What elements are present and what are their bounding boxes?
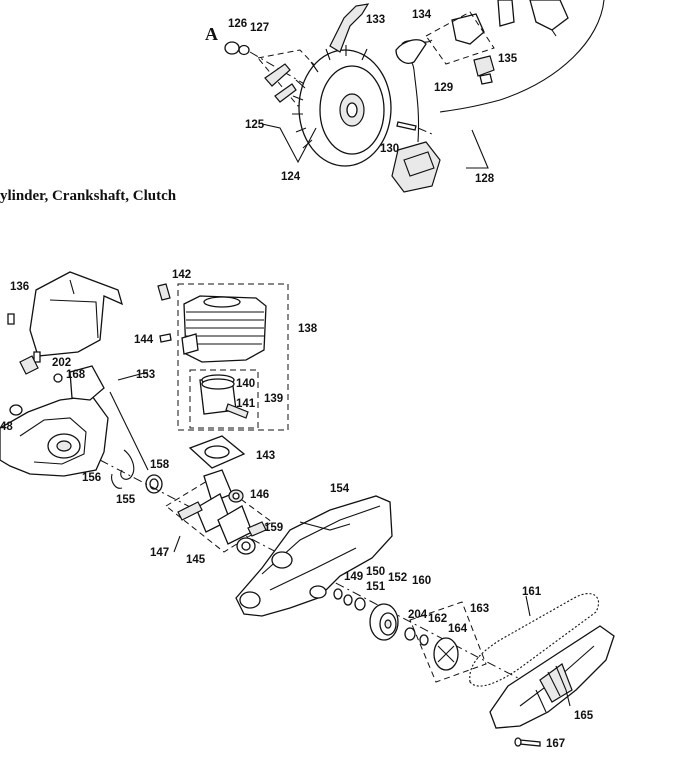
callout-128: 128 [475,173,495,185]
nut-126 [224,41,240,55]
callout-151: 151 [366,581,386,593]
callout-140: 140 [236,378,255,390]
callout-155: 155 [116,494,136,506]
callout-labels: A 126 127 133 134 135 129 125 130 124 12… [0,9,594,750]
callout-148: 48 [0,421,13,433]
callout-133: 133 [366,14,385,26]
flywheel-assembly [224,0,605,193]
callout-142: 142 [172,269,191,281]
callout-134: 134 [412,9,432,21]
callout-146: 146 [250,489,269,501]
callout-139: 139 [264,393,283,405]
callout-135: 135 [498,53,518,65]
bracket-133 [329,3,370,53]
callout-160: 160 [412,575,431,587]
section-title: ylinder, Crankshaft, Clutch [0,188,177,204]
callout-125: 125 [245,119,265,131]
callout-159: 159 [264,522,283,534]
callout-164: 164 [448,623,468,635]
callout-143: 143 [256,450,275,462]
callout-154: 154 [330,483,350,495]
callout-150: 150 [366,566,385,578]
washer-127 [238,44,250,56]
callout-141: 141 [236,398,256,410]
callout-165: 165 [574,710,594,722]
callout-144: 144 [134,334,154,346]
cylinder-assembly [157,283,289,469]
view-letter: A [205,24,218,44]
callout-149: 149 [344,571,363,583]
callout-136: 136 [10,281,29,293]
callout-145: 145 [186,554,206,566]
crankcase-half-154 [235,495,393,617]
crankshaft-assembly [165,469,273,555]
callout-152: 152 [388,572,407,584]
crankcase-left [0,271,561,701]
callout-126: 126 [228,18,247,30]
callout-138: 138 [298,323,318,335]
clutch-assembly [333,588,487,683]
callout-124: 124 [281,171,301,183]
callout-156: 156 [82,472,101,484]
callout-153: 153 [136,369,155,381]
callout-202: 202 [52,357,71,369]
callout-161: 161 [522,586,542,598]
belt-cover-assembly [469,593,615,747]
fan-cover-136 [29,271,124,357]
callout-204: 204 [408,609,428,621]
callout-147: 147 [150,547,169,559]
callout-163: 163 [470,603,489,615]
callout-162: 162 [428,613,447,625]
callout-167: 167 [546,738,565,750]
callout-127: 127 [250,22,269,34]
callout-130: 130 [380,143,399,155]
callout-129: 129 [434,82,453,94]
ignition-module-128 [391,141,441,193]
belt-161 [469,593,600,687]
crankcase-right [235,495,393,617]
callout-168: 168 [66,369,86,381]
callout-158: 158 [150,459,170,471]
